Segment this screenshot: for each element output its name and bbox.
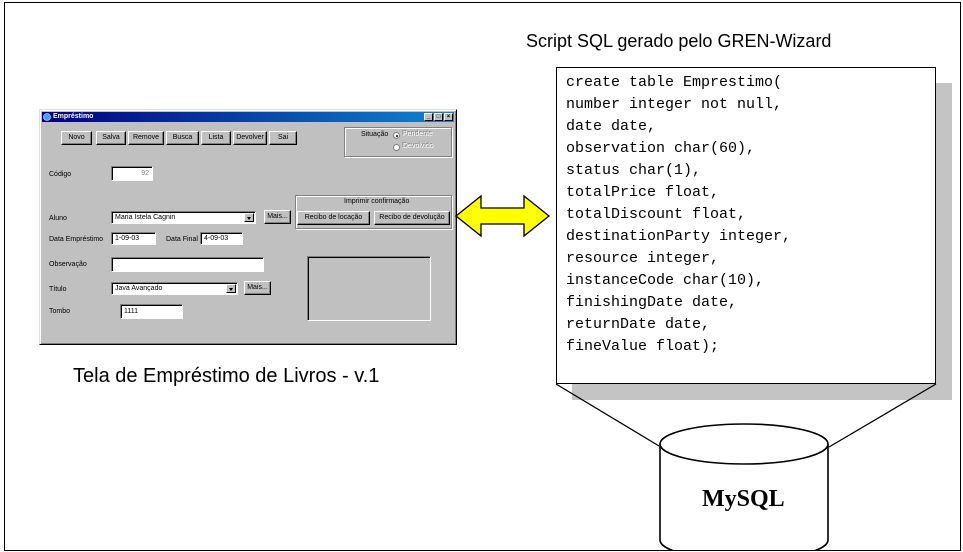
imprimir-label: Imprimir confirmação <box>344 198 410 205</box>
callout-line-right <box>828 383 937 448</box>
chevron-down-icon[interactable] <box>226 284 236 293</box>
situacao-group <box>344 127 452 157</box>
sql-script-box: create table Emprestimo( number integer n… <box>556 67 936 384</box>
sql-line: instanceCode char(10), <box>566 272 765 289</box>
devolvido-label: Devolvido <box>403 143 434 150</box>
tombo-field[interactable]: 1111 <box>120 304 183 319</box>
titulo-select[interactable]: Java Avançado <box>111 282 238 295</box>
connectors-layer <box>454 194 937 550</box>
aluno-value: Maria Istela Cagnin <box>115 214 176 221</box>
figure-frame: Empréstimo _ □ × Novo Salva Remove Busca… <box>4 2 961 551</box>
devolver-button[interactable]: Devolver <box>233 131 267 145</box>
lista-button[interactable]: Lista <box>201 131 231 145</box>
salva-button[interactable]: Salva <box>96 131 126 145</box>
sql-line: fineValue float); <box>566 338 720 355</box>
aluno-label: Aluno <box>49 215 67 222</box>
aluno-select[interactable]: Maria Istela Cagnin <box>111 211 256 224</box>
sql-line: resource integer, <box>566 250 720 267</box>
pendente-label: Pendente <box>403 131 433 138</box>
sql-line: destinationParty integer, <box>566 228 792 245</box>
sai-button[interactable]: Sai <box>269 131 297 145</box>
close-icon[interactable]: × <box>444 113 453 121</box>
situacao-label: Situação <box>361 131 389 138</box>
sql-line: totalPrice float, <box>566 184 720 201</box>
titulo-label: Título <box>49 286 67 293</box>
data-emprestimo-field[interactable]: 1-09-03 <box>111 232 156 245</box>
sql-line: create table Emprestimo( <box>566 74 783 91</box>
chevron-down-icon[interactable] <box>244 213 254 222</box>
maximize-icon[interactable]: □ <box>434 113 443 121</box>
app-icon <box>43 113 51 121</box>
busca-button[interactable]: Busca <box>166 131 199 145</box>
window-titlebar: Empréstimo _ □ × <box>42 112 454 122</box>
caption-left: Tela de Empréstimo de Livros - v.1 <box>73 365 380 387</box>
observacao-field[interactable] <box>111 257 264 272</box>
data-final-field[interactable]: 4-09-03 <box>200 232 243 245</box>
novo-button[interactable]: Novo <box>61 131 92 145</box>
double-headed-arrow-icon <box>454 194 551 238</box>
codigo-field[interactable]: 92 <box>111 166 153 181</box>
sql-line: status char(1), <box>566 162 702 179</box>
observacao-label: Observação <box>49 261 87 268</box>
titulo-mais-button[interactable]: Mais... <box>244 281 271 295</box>
recibo-locacao-button[interactable]: Recibo de locação <box>297 211 370 225</box>
tombo-label: Tombo <box>49 308 71 315</box>
data-emprestimo-label: Data Empréstimo <box>49 236 104 243</box>
sql-line: observation char(60), <box>566 140 756 157</box>
emprestimo-window: Empréstimo _ □ × Novo Salva Remove Busca… <box>39 109 457 345</box>
remove-button[interactable]: Remove <box>128 131 164 145</box>
window-title: Empréstimo <box>53 113 94 120</box>
sql-line: returnDate date, <box>566 316 711 333</box>
radio-pendente[interactable] <box>393 132 400 139</box>
caption-right: Script SQL gerado pelo GREN-Wizard <box>526 31 832 51</box>
callout-line-left <box>555 383 660 447</box>
recibo-devolucao-button[interactable]: Recibo de devolução <box>374 211 450 225</box>
radio-devolvido[interactable] <box>393 144 400 151</box>
sql-line: number integer not null, <box>566 96 783 113</box>
data-final-label: Data Final <box>166 236 198 243</box>
mysql-label: MySQL <box>702 486 785 512</box>
database-cylinder-icon <box>659 423 829 550</box>
picture-box <box>307 256 431 321</box>
sql-line: totalDiscount float, <box>566 206 747 223</box>
sql-line: date date, <box>566 118 657 135</box>
minimize-icon[interactable]: _ <box>424 113 433 121</box>
sql-line: finishingDate date, <box>566 294 738 311</box>
titulo-value: Java Avançado <box>115 285 163 292</box>
sql-line-list: create table Emprestimo( number integer n… <box>557 68 935 358</box>
imprimir-group <box>295 195 452 229</box>
aluno-mais-button[interactable]: Mais... <box>264 210 291 224</box>
codigo-label: Código <box>49 171 72 178</box>
